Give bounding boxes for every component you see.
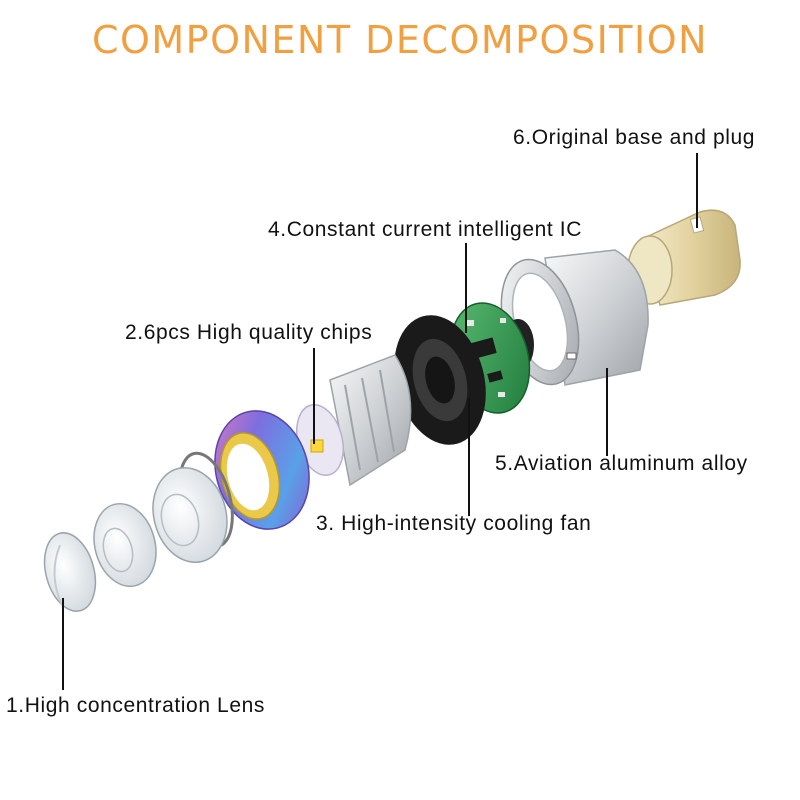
label-alloy: 5.Aviation aluminum alloy [495,452,748,475]
chip-heatsink [296,354,412,487]
lens-group [43,466,228,612]
base-and-plug [627,209,741,306]
label-base-plug: 6.Original base and plug [513,126,756,149]
leader-lines [62,153,698,690]
retaining-ring [214,410,310,530]
label-chips: 2.6pcs High quality chips [125,321,373,344]
label-lens: 1.High concentration Lens [6,694,265,717]
label-ic: 4.Constant current intelligent IC [268,218,582,241]
label-fan: 3. High-intensity cooling fan [316,512,592,535]
cooling-fan [394,315,486,445]
page-title: COMPONENT DECOMPOSITION [91,18,709,62]
aluminum-housing [500,249,649,386]
